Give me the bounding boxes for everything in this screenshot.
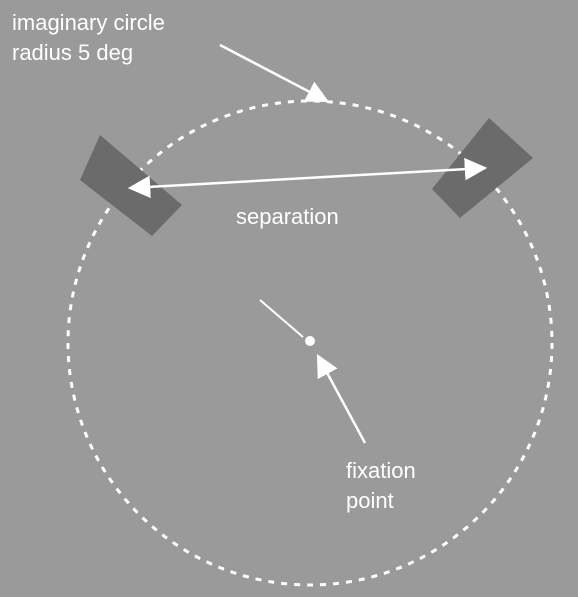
circle-label-line1: imaginary circle xyxy=(12,10,165,35)
circle-label-arrow xyxy=(219,43,329,103)
circle-label-line2: radius 5 deg xyxy=(12,40,134,65)
fixation-label-arrow xyxy=(316,354,367,444)
fixation-point-dot xyxy=(305,336,315,346)
fixation-tail-line xyxy=(259,299,304,338)
imaginary-circle xyxy=(66,99,554,587)
fixation-label-line2: point xyxy=(346,488,394,513)
separation-label: separation xyxy=(236,204,339,229)
separation-arrow xyxy=(127,157,488,199)
fixation-label-line1: fixation xyxy=(346,458,416,483)
